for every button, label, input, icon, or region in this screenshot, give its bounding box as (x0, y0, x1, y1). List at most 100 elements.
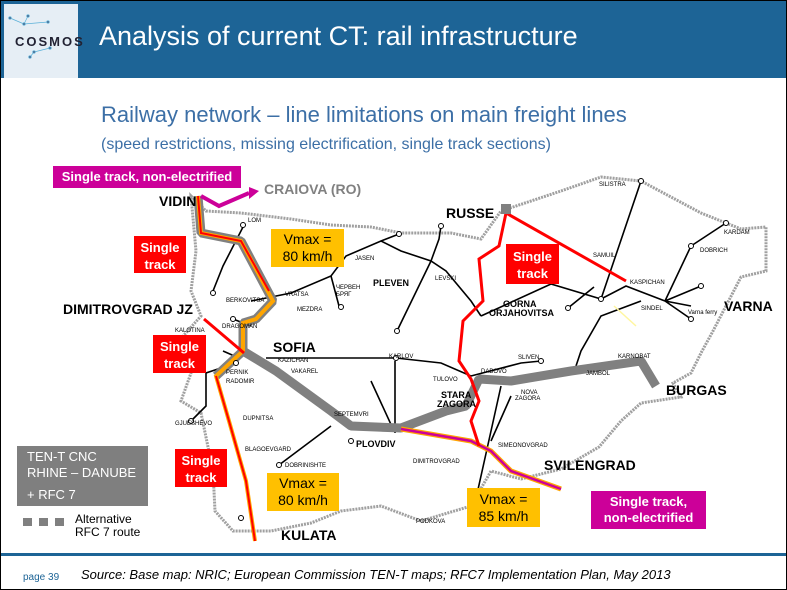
station-label: KALOTINA (175, 328, 205, 334)
station-label: KAZICHAN (278, 358, 308, 364)
city-vidin: VIDIN (159, 193, 196, 209)
city-pleven: PLEVEN (373, 278, 409, 288)
railway-map: VIDIN CRAIOVA (RO) RUSSE DIMITROVGRAD JZ… (63, 175, 773, 543)
vmax-line-west (196, 195, 276, 542)
station-label: PODKOVA (416, 519, 445, 525)
cosmos-logo: COSMOS (4, 4, 83, 78)
legend-line: RHINE – DANUBE (27, 465, 137, 480)
station-label: DRAGOMAN (222, 324, 257, 330)
subtitle: Railway network – line limitations on ma… (101, 102, 627, 127)
russe-marker (501, 204, 511, 214)
station-label: JAMBOL (586, 371, 611, 377)
city-russe: RUSSE (446, 205, 494, 221)
station-label: БРЯГ (336, 292, 352, 298)
station-label: SLIVEN (518, 355, 539, 361)
callout-single-track-kalotina: Single track (153, 335, 206, 373)
station-label: DIMITROVGRAD (413, 459, 460, 465)
station-label: ЧЕРВЕН (336, 285, 360, 291)
station-label: VRATSA (285, 292, 309, 298)
station-label: VAKAREL (291, 369, 319, 375)
station-label: LEVSKI (435, 276, 456, 282)
station-label: PERNIK (226, 370, 248, 376)
station-label: DABOVO (481, 369, 507, 375)
station-label: SIMEONOVGRAD (498, 443, 548, 449)
city-kulata: KULATA (281, 527, 336, 543)
station-label: MEZDRA (297, 307, 322, 313)
callout-vmax-kulata: Vmax =80 km/h (267, 473, 339, 511)
callout-single-track-russe: Single track (506, 244, 559, 284)
city-gorna: GORNA (503, 299, 537, 309)
vmax-label: Vmax = (279, 475, 327, 491)
station-label: GJUESHEVO (175, 421, 212, 427)
dashed-route-legend-icon (23, 518, 64, 526)
station-label: DOBRINISHTE (285, 463, 326, 469)
station-label: SILISTRA (599, 182, 626, 188)
station-label: BERKOVITSA (226, 298, 264, 304)
callout-single-track-kulata: Single track (175, 449, 227, 487)
single-track-vidin (197, 195, 270, 292)
legend-line: TEN-T CNC (27, 449, 97, 464)
non-electrified-link (613, 305, 637, 327)
single-track-kulata (215, 375, 256, 542)
station-label: KARDAM (724, 230, 750, 236)
legend-corridor: TEN-T CNC RHINE – DANUBE + RFC 7 (17, 446, 148, 506)
non-electrified-craiova (200, 191, 250, 209)
city-sofia: SOFIA (273, 339, 316, 355)
arrow-to-craiova-icon (249, 187, 259, 199)
page-number: page 39 (23, 572, 60, 583)
non-electrified-svilengrad (400, 427, 562, 491)
logo-text: COSMOS (15, 34, 85, 49)
header-bar (1, 1, 786, 78)
slide-title: Analysis of current CT: rail infrastruct… (99, 21, 578, 51)
station-label: ZAGORA (515, 396, 540, 402)
station-label: KARLOV (389, 354, 413, 360)
city-orjahovitsa: ORJAHOVITSA (489, 308, 555, 318)
station-label: SAMUIL (593, 253, 616, 259)
station-label: NOVA (521, 390, 538, 396)
station-label: DUPNITSA (243, 416, 273, 422)
city-stara: STARA (441, 390, 472, 400)
station-label: BLAGOEVGARD (245, 447, 292, 453)
city-dimitrovgrad-jz: DIMITROVGRAD JZ (63, 301, 193, 317)
station-label: Varna ferry (688, 310, 717, 316)
station-label: RADOMIR (226, 379, 255, 385)
country-border (175, 175, 768, 533)
city-svilengrad: SVILENGRAD (544, 457, 636, 473)
legend-alternative-route: Alternative RFC 7 route (75, 513, 140, 539)
callout-nonelectrified-svilengrad: Single track,non-electrified (591, 491, 706, 529)
station-label: DOBRICH (700, 248, 728, 254)
single-track-red-lines (203, 211, 627, 447)
city-zagora: ZAGORA (437, 399, 476, 409)
legend-line: Alternative (75, 512, 132, 526)
legend-line: + RFC 7 (27, 487, 76, 502)
callout-line: non-electrified (603, 510, 694, 525)
station-label: JASEN (355, 256, 374, 262)
subtitle-detail: (speed restrictions, missing electrifica… (101, 136, 551, 153)
network-logo-icon (8, 14, 52, 59)
city-craiova: CRAIOVA (RO) (264, 181, 361, 197)
minor-station-labels: LOM BERKOVITSA VRATSA MEZDRA ЧЕРВЕН БРЯГ… (175, 182, 750, 525)
vmax-value: 80 km/h (278, 492, 328, 508)
station-label: SINDEL (641, 306, 663, 312)
vmax-value: 80 km/h (282, 248, 333, 264)
source-note: Source: Base map: NRIC; European Commiss… (81, 567, 671, 582)
legend-line: RFC 7 route (75, 525, 141, 539)
city-burgas: BURGAS (666, 382, 727, 398)
corridor-rfc7 (193, 195, 660, 433)
vmax-label: Vmax = (283, 231, 332, 247)
callout-single-track-vidin: Single track (134, 236, 186, 273)
station-label: KASPICHAN (630, 280, 665, 286)
station-label: SEPTEMVRI (334, 412, 369, 418)
city-varna: VARNA (724, 298, 773, 314)
station-label: TULOVO (433, 377, 458, 383)
vmax-label: Vmax = (479, 491, 528, 507)
vmax-value: 85 km/h (478, 508, 529, 524)
station-label: LOM (248, 218, 261, 224)
callout-vmax-svilengrad: Vmax =85 km/h (467, 488, 540, 527)
callout-nonelectrified-vidin: Single track, non-electrified (53, 166, 241, 188)
station-label: KARNOBAT (618, 354, 651, 360)
callout-vmax-north: Vmax =80 km/h (271, 229, 344, 267)
callout-line: Single track, (609, 494, 688, 509)
city-plovdiv: PLOVDIV (356, 439, 396, 449)
